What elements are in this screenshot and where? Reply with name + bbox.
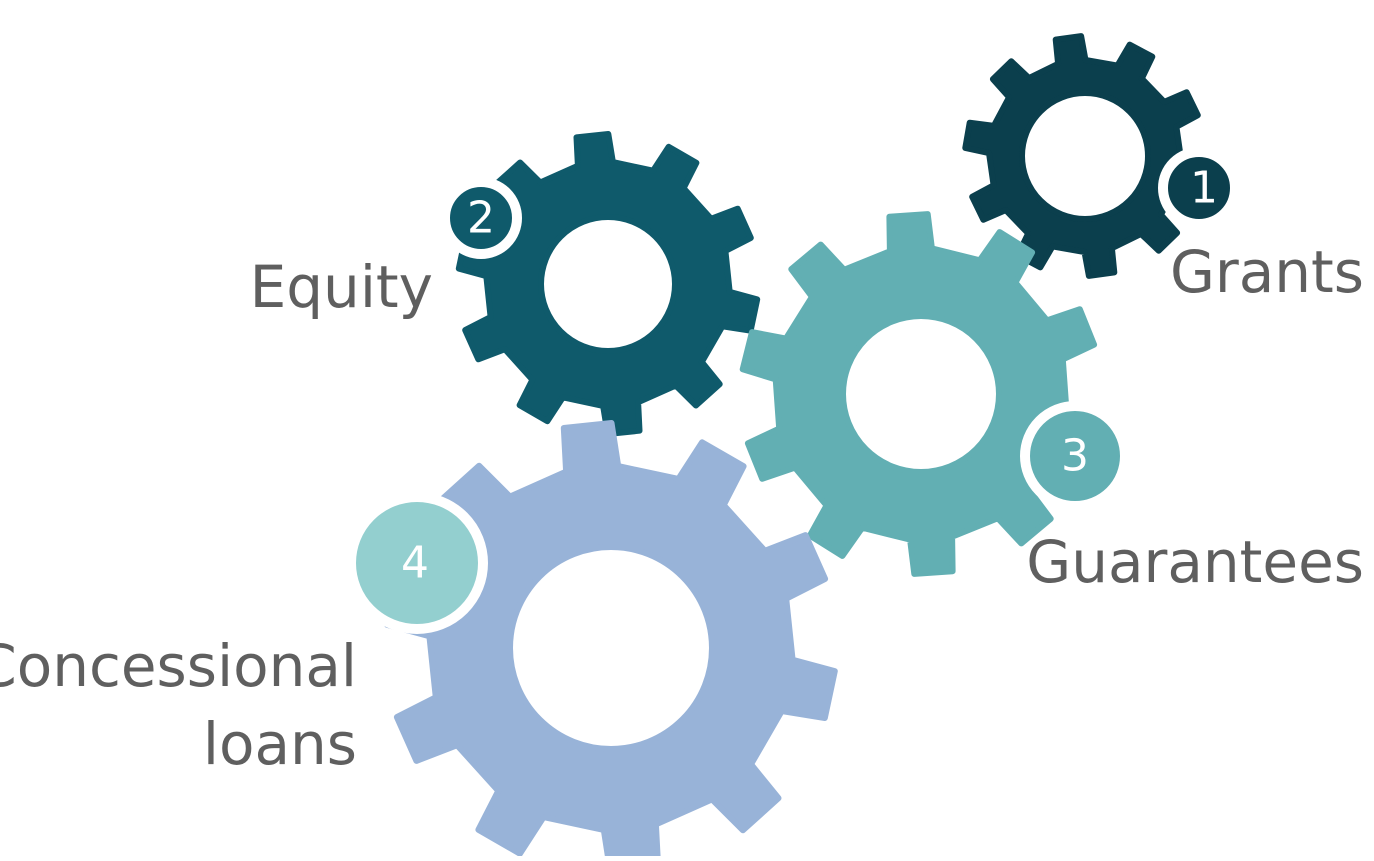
badge-3: 3 <box>1020 401 1130 511</box>
label-concessional: Concessional <box>0 632 357 700</box>
label-equity: Equity <box>250 253 433 321</box>
badge-1-circle <box>1158 147 1240 229</box>
badge-2: 2 <box>440 177 522 259</box>
badges-layer: 1 2 3 4 <box>346 147 1240 634</box>
gear-2 <box>455 131 761 437</box>
gear-4 <box>384 420 838 861</box>
badge-1: 1 <box>1158 147 1240 229</box>
badge-4-number: 4 <box>401 538 429 589</box>
badge-4-circle <box>346 492 488 634</box>
badge-4: 4 <box>346 492 488 634</box>
badge-3-circle <box>1020 401 1130 511</box>
badge-1-number: 1 <box>1190 163 1218 214</box>
labels-layer: Grants Equity Guarantees Concessional lo… <box>0 238 1364 778</box>
gears-layer <box>384 33 1208 861</box>
label-loans: loans <box>203 710 357 778</box>
label-guarantees: Guarantees <box>1026 528 1364 596</box>
gear-1 <box>962 33 1208 279</box>
label-grants: Grants <box>1170 238 1364 306</box>
gear-3 <box>739 211 1103 577</box>
badge-3-number: 3 <box>1061 431 1089 482</box>
badge-2-number: 2 <box>467 193 495 244</box>
badge-2-circle <box>440 177 522 259</box>
